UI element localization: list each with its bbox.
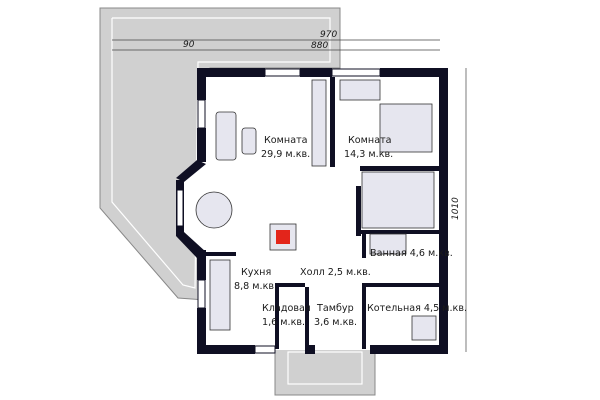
vestibule-name: Тамбур [316, 303, 354, 314]
bed [379, 103, 433, 153]
desk [339, 79, 381, 101]
interior-walls [206, 77, 440, 349]
window-left-1 [197, 99, 206, 129]
dining-table [195, 191, 233, 229]
boiler [411, 315, 437, 341]
boiler-room-label: Котельная 4,5 м.кв. [367, 303, 467, 314]
dim-1010-label: 1010 [451, 197, 461, 220]
wall-vestibule-right [362, 287, 366, 349]
porch-inner [287, 351, 363, 385]
wall-left-bottom [197, 308, 206, 354]
wall-top-right [380, 68, 448, 77]
wall-bath-top [356, 230, 440, 234]
wall-room-divider [330, 77, 335, 167]
dimension-lines [112, 39, 467, 352]
pantry-name: Кладовая [262, 303, 311, 314]
wall-bay-top [176, 160, 206, 182]
kitchen-area: 8,8 м.кв. [234, 281, 277, 292]
tv-unit [311, 79, 327, 167]
room-large-area: 29,9 м.кв. [261, 149, 310, 160]
wall-bay-bottom [176, 232, 206, 258]
wall-left-mid [197, 128, 206, 162]
kitchen-name: Кухня [241, 267, 271, 278]
dim-880-label: 880 [311, 41, 328, 51]
wall-bath-left [362, 230, 366, 258]
stair-box [361, 171, 435, 229]
sofa [215, 111, 237, 161]
room-small-name: Комната [348, 135, 392, 146]
windows [176, 68, 381, 354]
wall-bottom-right [370, 345, 448, 354]
wall-top-mid [300, 68, 332, 77]
wall-kitchen-top [206, 252, 236, 256]
wall-stair-top [360, 166, 440, 171]
dim-970-label: 970 [320, 30, 337, 40]
window-left-2 [197, 279, 206, 309]
porch [274, 344, 376, 396]
wall-right [439, 68, 448, 354]
hall-label: Холл 2,5 м.кв. [300, 267, 371, 278]
window-bottom [254, 345, 276, 354]
wall-hall-left [275, 283, 279, 349]
room-large-name: Комната [264, 135, 308, 146]
room-small-area: 14,3 м.кв. [344, 149, 393, 160]
kitchen-counter [209, 259, 231, 331]
vestibule-area: 3,6 м.кв. [314, 317, 357, 328]
wall-left-lower [197, 250, 206, 280]
wall-boiler-top [362, 283, 440, 287]
wall-top-left [197, 68, 265, 77]
window-top-2 [331, 68, 381, 77]
wall-bottom-mid [305, 345, 315, 354]
bathroom-label: Ванная 4,6 м.кв. [370, 248, 453, 259]
pantry-area: 1,6 м.кв. [262, 317, 305, 328]
window-top-1 [264, 68, 301, 77]
wall-stair-left [356, 186, 361, 236]
wall-left-upper [197, 68, 206, 100]
porch-step [274, 344, 376, 396]
wall-vestibule-left [305, 287, 309, 349]
armchair-1 [241, 127, 257, 155]
window-bay [176, 189, 184, 227]
dim-90-label: 90 [183, 40, 195, 50]
furniture [195, 79, 437, 341]
wall-vestibule-top [279, 283, 305, 287]
wall-bottom-left [197, 345, 255, 354]
bathtub [369, 233, 407, 255]
fireplace-icon [276, 230, 290, 244]
